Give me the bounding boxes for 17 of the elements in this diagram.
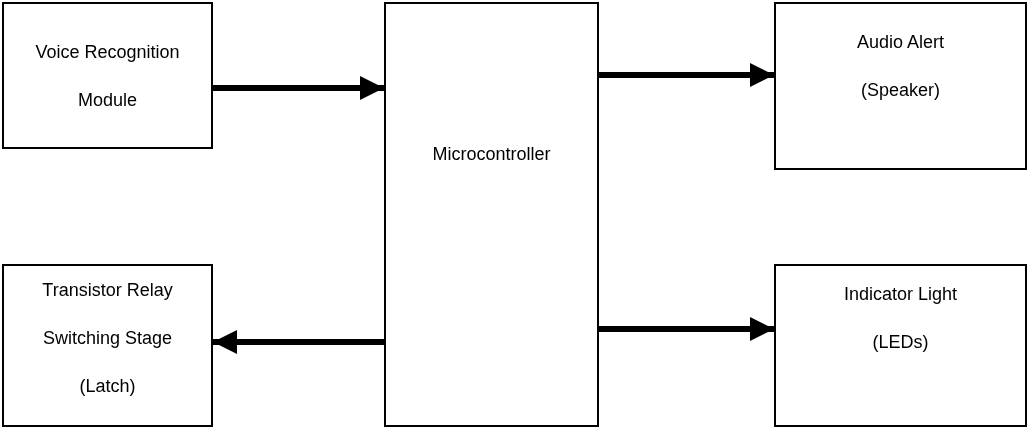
output-box xyxy=(774,264,1027,427)
node-label: (Latch) xyxy=(79,375,136,398)
stage-box xyxy=(2,264,213,427)
arrow xyxy=(213,330,384,354)
node-label: Microcontroller xyxy=(432,143,551,166)
arrow xyxy=(599,63,774,87)
output-box xyxy=(774,2,1027,170)
node-label: Transistor Relay Switching Stage xyxy=(41,279,174,350)
module-box xyxy=(2,2,213,149)
microcontroller-box xyxy=(384,2,599,427)
node-label: Audio Alert xyxy=(856,31,945,54)
node-label: Indicator Light xyxy=(843,283,958,306)
arrow xyxy=(213,76,384,100)
arrow xyxy=(599,317,774,341)
node-label: Voice Recognition Module xyxy=(34,41,181,112)
node-label: (Speaker) xyxy=(861,79,940,102)
node-label: (LEDs) xyxy=(872,331,929,354)
